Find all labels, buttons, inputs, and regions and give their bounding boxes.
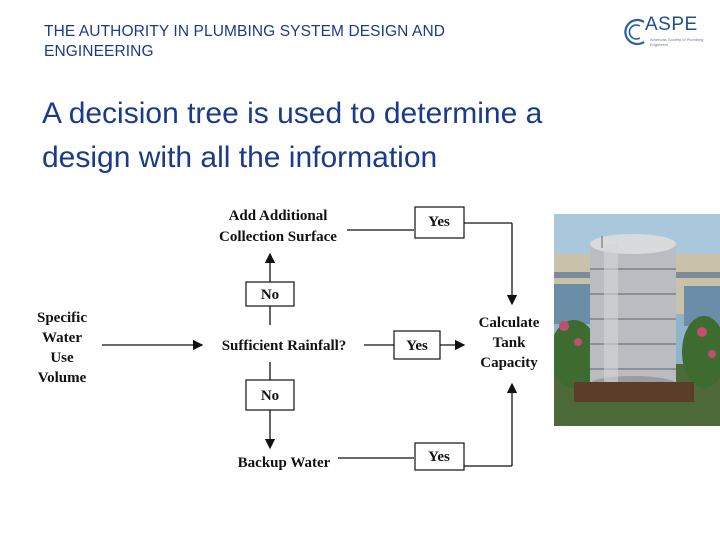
- calculate-label-line3: Capacity: [480, 355, 538, 371]
- rainwater-tank-photo: [554, 214, 720, 426]
- yes-top-box: [414, 206, 465, 239]
- calculate-label-line1: Calculate: [479, 315, 540, 331]
- specific-label-line4: Volume: [38, 370, 87, 386]
- header-title-line2: ENGINEERING: [44, 43, 154, 60]
- aspe-logo-icon: [624, 18, 645, 46]
- slide-title: A decision tree is used to determine a d…: [42, 92, 682, 180]
- sufficient-rainfall-label: Sufficient Rainfall?: [222, 338, 347, 354]
- connector-lines: [102, 222, 518, 467]
- header-title-line1: THE AUTHORITY IN PLUMBING SYSTEM DESIGN …: [44, 23, 446, 40]
- yes-bottom-box: [414, 442, 465, 471]
- calculate-label-line2: Tank: [493, 335, 526, 351]
- slide-title-line2: design with all the information: [42, 141, 438, 174]
- specific-label-line3: Use: [50, 350, 74, 366]
- add-surface-label-line1: Add Additional: [229, 208, 328, 224]
- yes-middle-label: Yes: [406, 338, 428, 354]
- slide-title-line1: A decision tree is used to determine a: [42, 97, 543, 130]
- header-title: THE AUTHORITY IN PLUMBING SYSTEM DESIGN …: [44, 22, 564, 62]
- yes-top-label: Yes: [428, 214, 450, 230]
- specific-label-line1: Specific: [37, 310, 87, 326]
- no-lower-box: [245, 379, 295, 411]
- yes-middle-box: [393, 330, 441, 360]
- logo-tagline: American Society of Plumbing Engineers: [650, 37, 704, 47]
- no-lower-label: No: [261, 388, 279, 404]
- backup-water-label: Backup Water: [238, 455, 331, 471]
- specific-label-line2: Water: [42, 330, 82, 346]
- no-upper-box: [245, 281, 295, 307]
- add-surface-label-line2: Collection Surface: [219, 229, 337, 245]
- logo-wordmark: ASPE: [645, 14, 698, 35]
- aspe-logo: ASPE American Society of Plumbing Engine…: [622, 14, 714, 50]
- yes-bottom-label: Yes: [428, 449, 450, 465]
- no-upper-label: No: [261, 287, 279, 303]
